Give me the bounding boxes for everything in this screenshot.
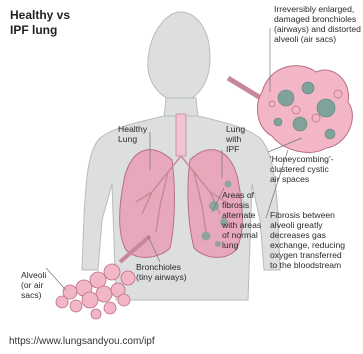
label-alveoli: Alveoli (or air sacs): [21, 270, 46, 300]
trachea: [176, 114, 186, 156]
label-fibrosis-areas: Areas of fibrosis alternate with areas o…: [222, 190, 261, 250]
label-bronchioles: Bronchioles (tiny airways): [136, 262, 187, 282]
label-fibrosis-gas-exchange: Fibrosis between alveoli greatly decreas…: [270, 210, 345, 270]
label-damaged-bronchioles: Irreversibly enlarged, damaged bronchiol…: [274, 4, 361, 44]
source-url: https://www.lungsandyou.com/ipf: [9, 336, 155, 347]
diagram-title: Healthy vs IPF lung: [10, 8, 70, 38]
label-honeycombing: 'Honeycombing'- clustered cystic air spa…: [270, 154, 333, 184]
label-healthy-lung: Healthy Lung: [118, 124, 147, 144]
label-lung-with-ipf: Lung with IPF: [226, 124, 245, 154]
